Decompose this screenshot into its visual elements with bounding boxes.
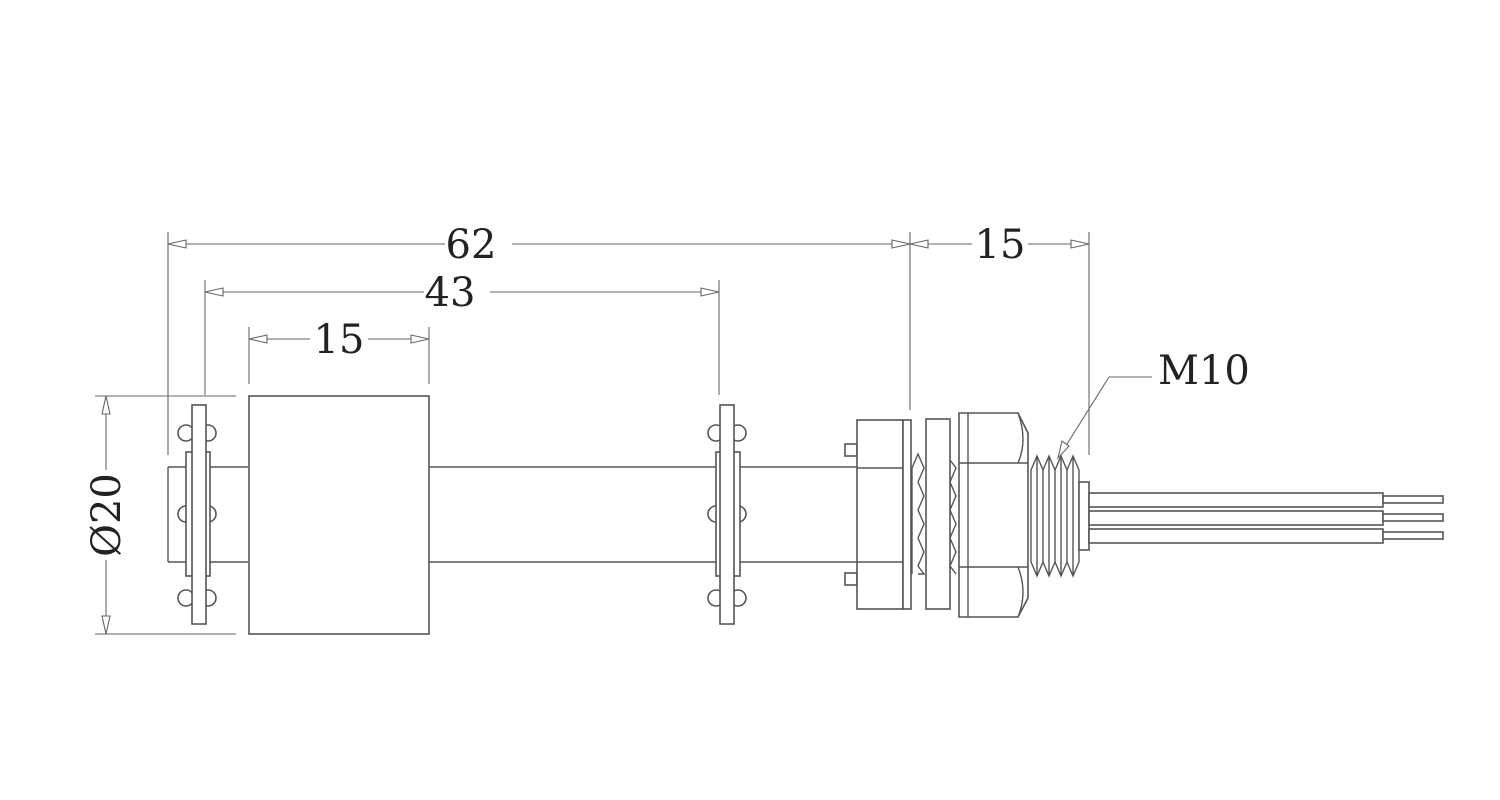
callout-label-m10: M10 [1158, 348, 1250, 394]
dimension-thread-length: 15 [909, 222, 1090, 268]
dimension-label-15-float: 15 [314, 317, 365, 363]
stem [167, 466, 857, 563]
float-body [248, 395, 430, 635]
hex-nut [949, 412, 1029, 618]
thread-callout: M10 [1056, 348, 1250, 460]
right-stop-collar [707, 404, 747, 625]
dimension-label-15-thread: 15 [975, 222, 1026, 268]
dimension-label-diameter: Ø20 [84, 473, 130, 557]
dimension-overall-length: 62 [167, 222, 911, 268]
washer [925, 418, 951, 610]
extension-lines [95, 232, 1090, 635]
lead-wires [1088, 492, 1444, 544]
dimension-label-43: 43 [425, 270, 476, 316]
dimension-diameter: Ø20 [84, 395, 130, 635]
dimension-float-span: 43 [204, 270, 720, 316]
mounting-flange [844, 419, 912, 610]
left-stop-collar [177, 404, 217, 625]
thread-section-inner [911, 452, 926, 575]
dimension-float-length: 15 [248, 317, 430, 363]
m10-thread [1030, 454, 1090, 578]
dimension-label-62: 62 [446, 222, 497, 268]
